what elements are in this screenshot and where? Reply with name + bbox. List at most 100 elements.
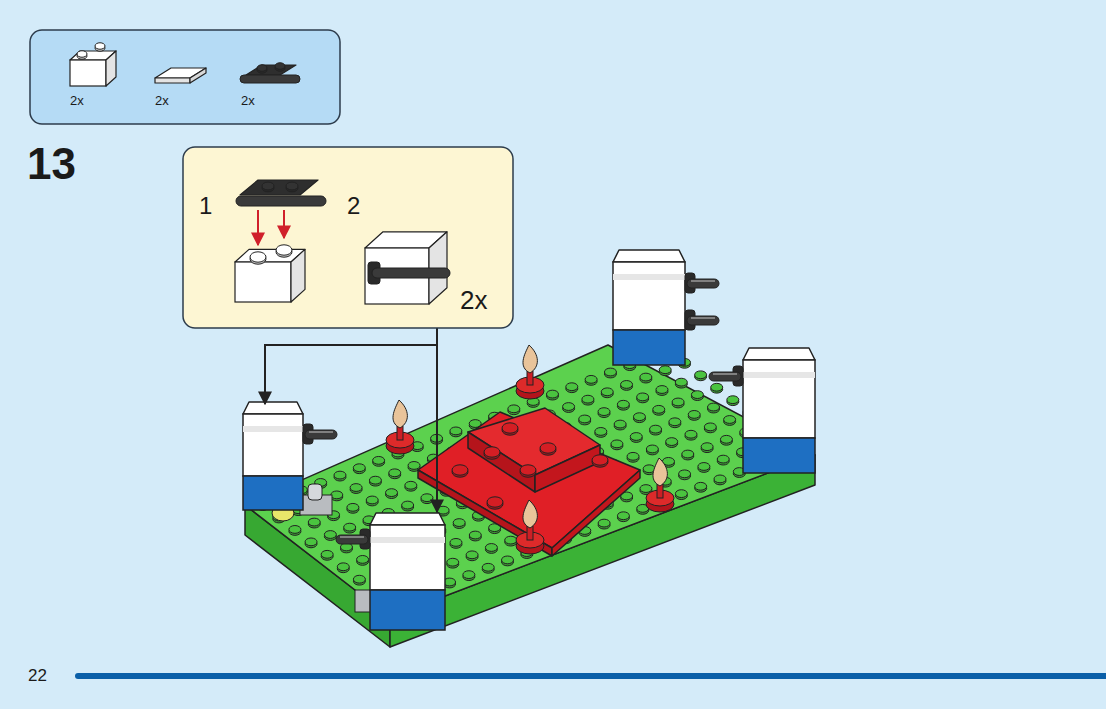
stud: [447, 558, 459, 566]
stud: [353, 464, 365, 472]
stud: [695, 482, 707, 490]
brick-side: [106, 51, 116, 86]
stud: [708, 403, 720, 411]
assembly-arrow: [283, 210, 285, 238]
white-brick: [613, 262, 685, 330]
stud: [563, 403, 575, 411]
stud: [502, 556, 514, 564]
tile-side: [155, 78, 190, 83]
stud: [566, 383, 578, 391]
stud: [650, 425, 662, 433]
callout-icons: [235, 180, 450, 304]
flame: [523, 345, 537, 373]
stud: [77, 51, 87, 58]
stud: [485, 544, 497, 552]
stud: [466, 551, 478, 559]
stud: [421, 494, 433, 502]
brick-top: [743, 348, 815, 360]
stud: [305, 538, 317, 546]
parts-panel: 2x2x2x: [30, 30, 340, 124]
baseplate: [245, 345, 815, 617]
brick-shade: [743, 372, 815, 378]
brick-top: [243, 402, 303, 414]
stud: [621, 381, 633, 389]
stud: [308, 518, 320, 526]
stud: [95, 43, 105, 50]
clip-bar: [687, 279, 719, 288]
clip-highlight: [340, 536, 364, 538]
stud: [695, 371, 707, 379]
blue-brick: [613, 330, 685, 365]
leader-arrow: [265, 345, 437, 404]
stud: [373, 456, 385, 464]
stud: [289, 526, 301, 534]
repeat-count: 2x: [460, 287, 487, 313]
substep-number: 1: [199, 194, 212, 218]
white-brick: [370, 525, 445, 590]
stud: [685, 430, 697, 438]
brick-shade: [613, 274, 685, 280]
stud: [482, 563, 494, 571]
stud: [617, 400, 629, 408]
stud: [450, 427, 462, 435]
stud: [704, 423, 716, 431]
stud: [630, 433, 642, 441]
brick-side: [291, 249, 305, 302]
blue-brick: [743, 438, 815, 473]
part-count: 2x: [70, 94, 84, 107]
stud: [453, 519, 465, 527]
substep-number: 2: [347, 194, 360, 218]
stud: [540, 443, 556, 453]
brick-top: [613, 250, 685, 262]
clip-highlight: [691, 280, 715, 282]
clip-bar: [372, 268, 450, 278]
stud: [595, 428, 607, 436]
stud: [324, 531, 336, 539]
stud: [337, 563, 349, 571]
clip-highlight: [713, 373, 737, 375]
stud: [366, 496, 378, 504]
stud: [463, 571, 475, 579]
brick-shade: [370, 537, 445, 543]
brick-shade: [243, 426, 303, 432]
stud: [502, 423, 518, 433]
stud: [640, 373, 652, 381]
stud: [633, 413, 645, 421]
stud: [275, 63, 285, 70]
clip-bar: [236, 196, 326, 206]
stud: [250, 252, 266, 262]
stud: [386, 489, 398, 497]
stud: [598, 408, 610, 416]
stud: [452, 465, 468, 475]
stud: [508, 405, 520, 413]
stud: [675, 378, 687, 386]
stud: [484, 447, 500, 457]
stud: [592, 455, 608, 465]
flame: [653, 458, 667, 486]
stud: [682, 450, 694, 458]
stud: [711, 383, 723, 391]
white-brick: [235, 262, 291, 302]
clip-highlight: [691, 317, 715, 319]
stud: [347, 503, 359, 511]
stud: [487, 497, 503, 507]
stud: [604, 368, 616, 376]
stud: [714, 475, 726, 483]
stud: [331, 491, 343, 499]
gray-piece: [308, 484, 322, 500]
stud: [389, 469, 401, 477]
stud: [627, 452, 639, 460]
part-count: 2x: [241, 94, 255, 107]
red-brick-side: [468, 432, 535, 492]
stud: [675, 490, 687, 498]
tile-side: [190, 68, 206, 83]
clip-bar: [709, 372, 741, 381]
clip-bar: [305, 430, 337, 439]
stud: [698, 463, 710, 471]
callout-bg: [183, 147, 513, 328]
white-brick: [743, 360, 815, 438]
stud: [653, 405, 665, 413]
stud: [614, 420, 626, 428]
stud: [469, 531, 481, 539]
